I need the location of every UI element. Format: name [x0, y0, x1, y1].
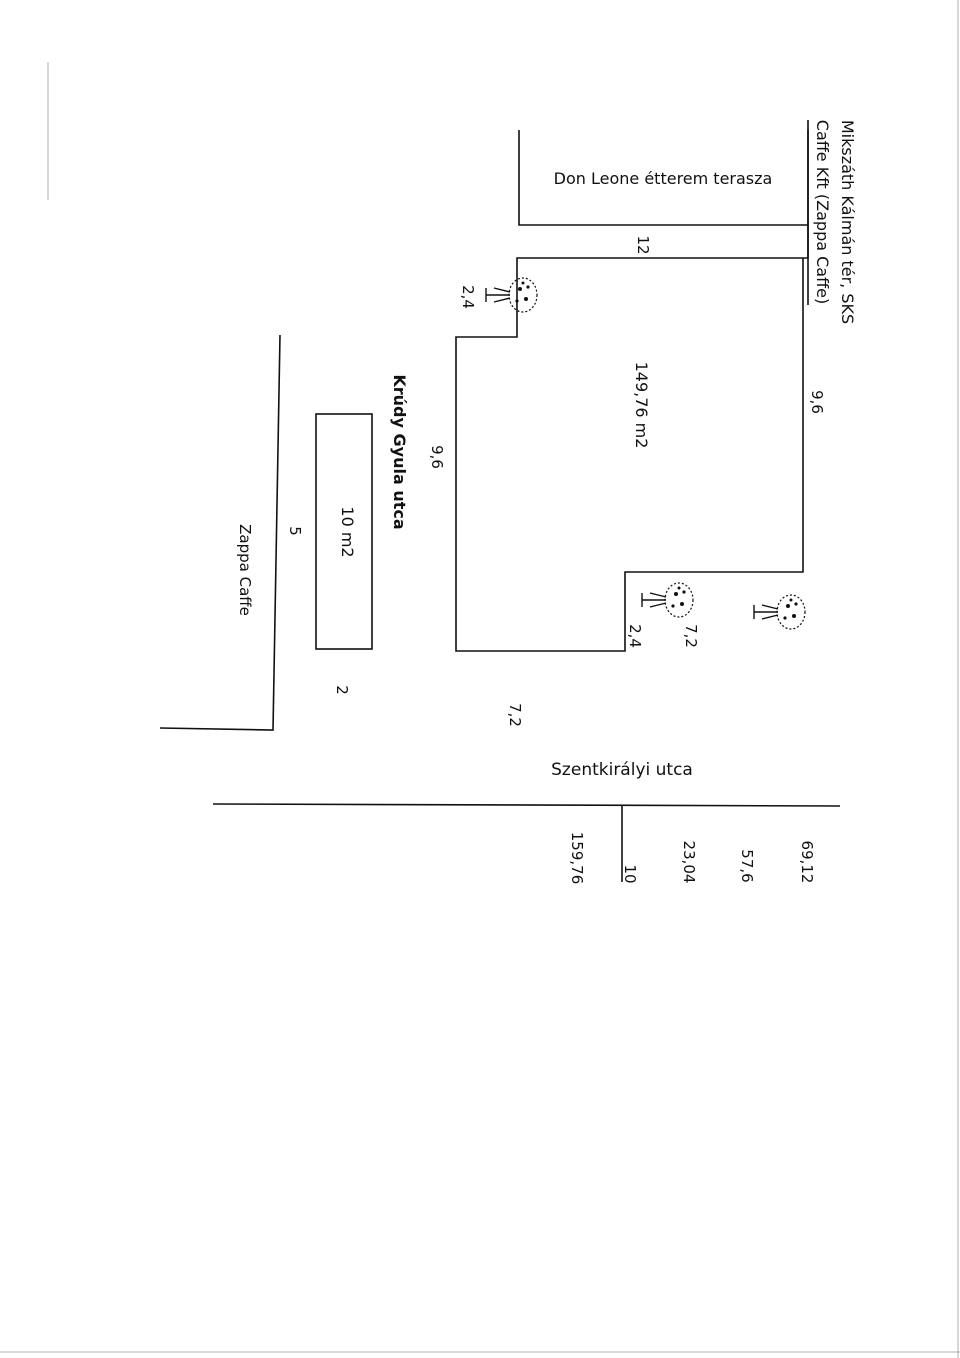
zappa-building-outline [159, 334, 281, 731]
main-terrace-outline [455, 120, 809, 652]
small-area-label: 10 m2 [338, 506, 357, 557]
dimension-2-4-top: 2,4 [459, 285, 477, 309]
dimension-9-6-left: 9,6 [428, 445, 446, 469]
total-23-04: 23,04 [680, 841, 698, 884]
total-57-6: 57,6 [738, 849, 756, 882]
don-leone-label: Don Leone étterem terasza [554, 169, 773, 188]
szentkiralyi-street-label: Szentkirályi utca [551, 760, 693, 780]
tree-icon [753, 594, 806, 630]
tree-icon [641, 582, 694, 618]
dimension-9-6-top: 9,6 [808, 390, 826, 414]
main-area-label: 149,76 m2 [632, 362, 651, 449]
small-terrace-outline [315, 413, 373, 650]
total-10: 10 [621, 864, 639, 883]
krudy-street-label: Krúdy Gyula utca [390, 374, 409, 529]
title-line-1: Mikszáth Kálmán tér, SKS [838, 120, 857, 324]
dimension-7-2-bottom: 7,2 [506, 703, 524, 727]
zappa-caffe-label: Zappa Caffe [236, 524, 254, 616]
total-69-12: 69,12 [798, 841, 816, 884]
don-leone-terrace-outline [518, 130, 808, 226]
total-159-76: 159,76 [568, 832, 586, 885]
dimension-5: 5 [286, 526, 304, 536]
dimension-2-4-bottom: 2,4 [626, 624, 644, 648]
dimension-2: 2 [333, 685, 351, 695]
title-line-2: Caffe Kft (Zappa Caffe) [813, 120, 832, 304]
dimension-7-2-tree: 7,2 [682, 624, 700, 648]
summary-table-rule [212, 803, 841, 807]
tree-icon [485, 277, 538, 313]
dimension-12: 12 [634, 235, 652, 254]
